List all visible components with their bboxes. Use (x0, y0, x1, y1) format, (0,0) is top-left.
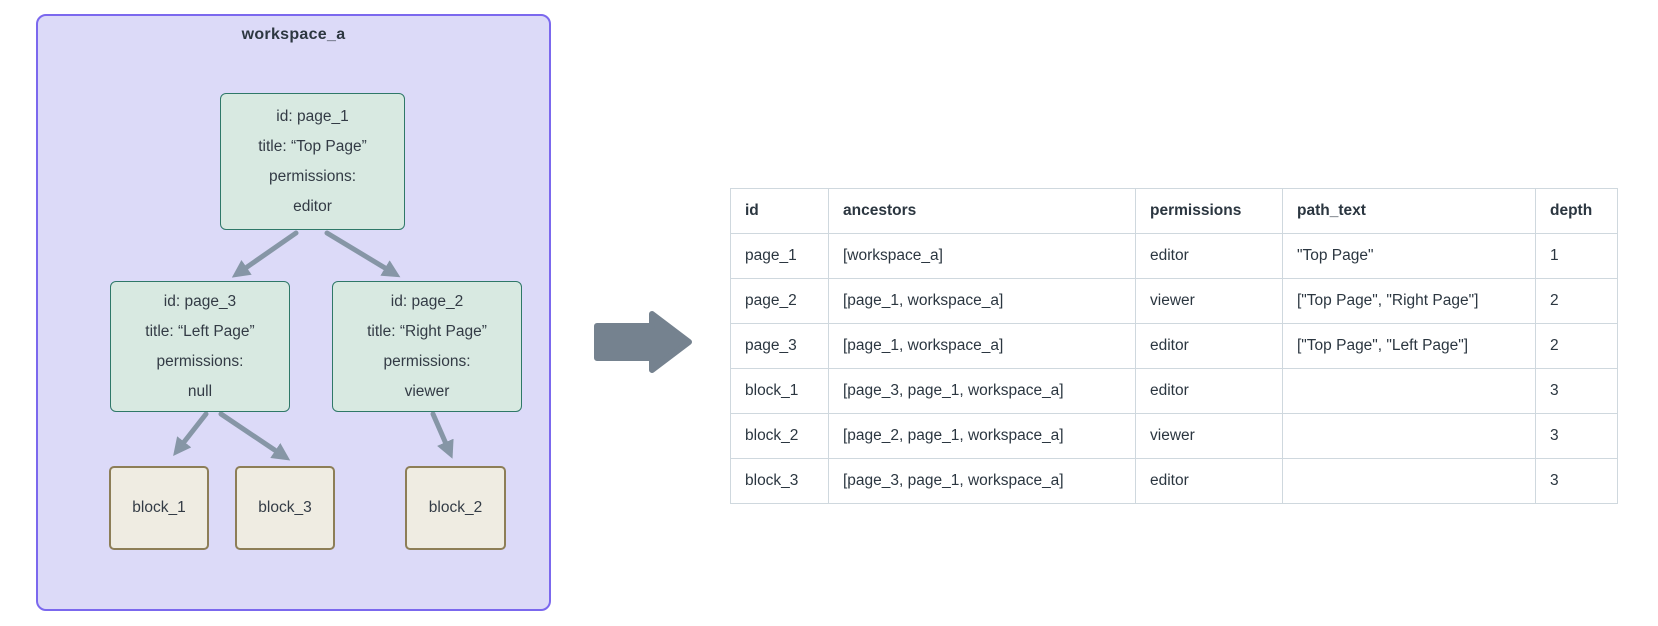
table-cell: viewer (1135, 413, 1283, 459)
table-row: block_2[page_2, page_1, workspace_a]view… (730, 413, 1618, 459)
table-cell: ["Top Page", "Right Page"] (1282, 278, 1536, 324)
table-cell: [page_1, workspace_a] (828, 278, 1136, 324)
node-page-3-label: id: page_3 title: “Left Page” permission… (145, 292, 255, 400)
table-header-cell: ancestors (828, 188, 1136, 234)
table-row: page_1[workspace_a]editor"Top Page"1 (730, 233, 1618, 279)
table-cell: [page_1, workspace_a] (828, 323, 1136, 369)
table-header-cell: path_text (1282, 188, 1536, 234)
table-cell: block_1 (730, 368, 829, 414)
table-cell: editor (1135, 323, 1283, 369)
table-cell (1282, 458, 1536, 504)
node-block-1: block_1 (109, 466, 209, 550)
table-cell: [page_2, page_1, workspace_a] (828, 413, 1136, 459)
node-block-3-label: block_3 (258, 499, 312, 516)
table-cell: [page_3, page_1, workspace_a] (828, 368, 1136, 414)
node-page-1: id: page_1 title: “Top Page” permissions… (220, 93, 405, 230)
table-cell: 3 (1535, 458, 1618, 504)
table-row: page_2[page_1, workspace_a]viewer["Top P… (730, 278, 1618, 324)
table-cell (1282, 413, 1536, 459)
table-cell: "Top Page" (1282, 233, 1536, 279)
table-cell: page_2 (730, 278, 829, 324)
table-header-cell: permissions (1135, 188, 1283, 234)
table-cell: block_2 (730, 413, 829, 459)
node-block-2-label: block_2 (428, 499, 483, 516)
node-block-3: block_3 (235, 466, 335, 550)
table-header-cell: depth (1535, 188, 1618, 234)
node-block-1-label: block_1 (132, 499, 186, 516)
table-cell: [workspace_a] (828, 233, 1136, 279)
node-block-2: block_2 (405, 466, 506, 550)
table-cell: 2 (1535, 278, 1618, 324)
table-cell: 2 (1535, 323, 1618, 369)
table-cell: 3 (1535, 413, 1618, 459)
table-cell: editor (1135, 458, 1283, 504)
node-page-2-label: id: page_2 title: “Right Page” permissio… (367, 292, 487, 400)
node-page-1-label: id: page_1 title: “Top Page” permissions… (258, 107, 367, 215)
table-header-cell: id (730, 188, 829, 234)
table-cell: editor (1135, 233, 1283, 279)
table-row: block_3[page_3, page_1, workspace_a]edit… (730, 458, 1618, 504)
table-cell: [page_3, page_1, workspace_a] (828, 458, 1136, 504)
table-cell: ["Top Page", "Left Page"] (1282, 323, 1536, 369)
workspace-title: workspace_a (241, 26, 346, 43)
node-page-2: id: page_2 title: “Right Page” permissio… (332, 281, 522, 412)
table-cell: page_3 (730, 323, 829, 369)
table-cell: block_3 (730, 458, 829, 504)
table-cell: 3 (1535, 368, 1618, 414)
table-cell: page_1 (730, 233, 829, 279)
table-cell: 1 (1535, 233, 1618, 279)
table-cell: viewer (1135, 278, 1283, 324)
right-arrow-icon (594, 311, 692, 373)
table-row: block_1[page_3, page_1, workspace_a]edit… (730, 368, 1618, 414)
node-page-3: id: page_3 title: “Left Page” permission… (110, 281, 290, 412)
table-cell: editor (1135, 368, 1283, 414)
table-row: page_3[page_1, workspace_a]editor["Top P… (730, 323, 1618, 369)
table-cell (1282, 368, 1536, 414)
